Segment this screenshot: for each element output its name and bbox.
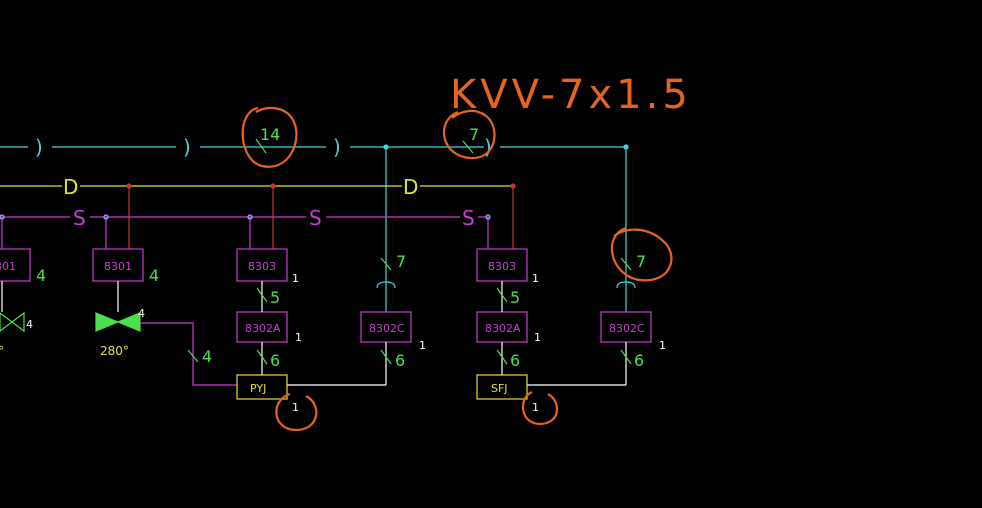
device-label-3: 8303	[248, 260, 276, 273]
cyan-bus	[0, 144, 636, 312]
angle-label: 280°	[100, 344, 129, 358]
device-label-1: 8301	[0, 260, 16, 273]
count-label: 1	[295, 331, 302, 344]
wire-count: 5	[270, 288, 280, 307]
tick-marks	[187, 138, 632, 365]
magenta-marker-3: S	[462, 206, 475, 230]
magenta-marker-1: S	[73, 206, 86, 230]
device-label-7: 8302A	[485, 322, 521, 335]
white-links	[1, 281, 627, 386]
cyan-marker-3: )	[333, 135, 341, 159]
cyan-marker-2: )	[183, 135, 191, 159]
device-boxes	[0, 248, 652, 343]
magenta-marker-2: S	[309, 206, 322, 230]
wire-count: 14	[260, 125, 280, 144]
device-label-2: 8301	[104, 260, 132, 273]
count-label: 1	[659, 339, 666, 352]
count-label: 1	[419, 339, 426, 352]
cyan-marker-1: )	[35, 135, 43, 159]
pyj-label: PYJ	[250, 382, 266, 395]
wire-count: 5	[510, 288, 520, 307]
valve-icon	[95, 312, 141, 332]
wire-count: 6	[395, 351, 405, 370]
wire-count: 6	[270, 351, 280, 370]
count-label: 4	[26, 318, 33, 331]
yellow-marker-1: D	[63, 175, 78, 199]
wire-count: 6	[634, 351, 644, 370]
device-label-5: 8302C	[369, 322, 405, 335]
valve-icon	[0, 311, 25, 333]
wire-count: 4	[149, 266, 159, 285]
cable-spec-annotation: KVV-7x1.5	[450, 72, 692, 118]
wire-count: 7	[396, 252, 406, 271]
wire-count: 7	[469, 125, 479, 144]
count-label: 1	[292, 272, 299, 285]
wire-count: 6	[510, 351, 520, 370]
wire-count: 7	[636, 252, 646, 271]
cyan-marker-4: )	[484, 135, 492, 159]
hand-annotation-circles	[241, 106, 673, 432]
yellow-marker-2: D	[403, 175, 418, 199]
count-label: 4	[138, 307, 145, 320]
wire-count: 4	[202, 347, 212, 366]
wire-count: 4	[36, 266, 46, 285]
device-label-6: 8303	[488, 260, 516, 273]
count-label: 1	[532, 272, 539, 285]
count-label: 1	[534, 331, 541, 344]
pyj-box	[236, 374, 288, 400]
device-label-8: 8302C	[609, 322, 645, 335]
count-label: 1	[292, 401, 299, 414]
count-label: 1	[532, 401, 539, 414]
magenta-link	[140, 322, 237, 386]
sfj-box	[476, 374, 528, 400]
sfj-label: SFJ	[491, 382, 508, 395]
device-label-4: 8302A	[245, 322, 281, 335]
angle-label: °	[0, 344, 4, 358]
magenta-bus	[0, 214, 491, 249]
